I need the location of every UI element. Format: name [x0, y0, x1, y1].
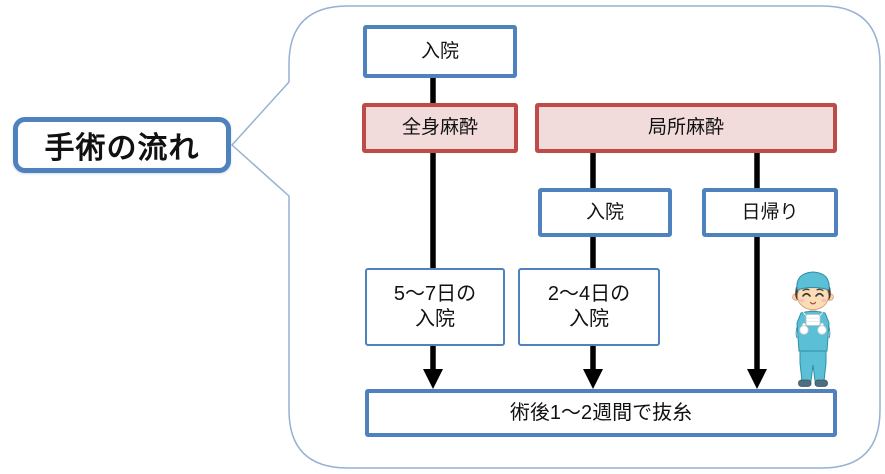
surgeon-character-icon [792, 271, 834, 387]
node-day-surgery: 日帰り [702, 188, 838, 237]
node-general-anesthesia: 全身麻酔 [362, 103, 518, 153]
node-admission-top: 入院 [363, 25, 517, 78]
diagram-title: 手術の流れ [13, 117, 231, 173]
connector-lines [430, 78, 760, 372]
node-stay-5-7-days: 5～7日の 入院 [365, 268, 505, 346]
node-suture-removal: 術後1～2週間で抜糸 [365, 389, 837, 437]
stay-5-7-line1: 5～7日の [393, 283, 477, 305]
node-stay-2-4-days: 2～4日の 入院 [518, 268, 660, 346]
arrowhead-right-icon [747, 369, 767, 389]
node-admission-local: 入院 [538, 188, 672, 237]
stay-2-4-line1: 2～4日の [547, 283, 631, 305]
arrowheads [423, 369, 767, 389]
arrowhead-left-icon [423, 369, 443, 389]
arrowhead-middle-icon [583, 369, 603, 389]
node-local-anesthesia: 局所麻酔 [535, 103, 837, 153]
stay-5-7-line2: 入院 [415, 308, 455, 330]
stay-2-4-line2: 入院 [569, 308, 609, 330]
